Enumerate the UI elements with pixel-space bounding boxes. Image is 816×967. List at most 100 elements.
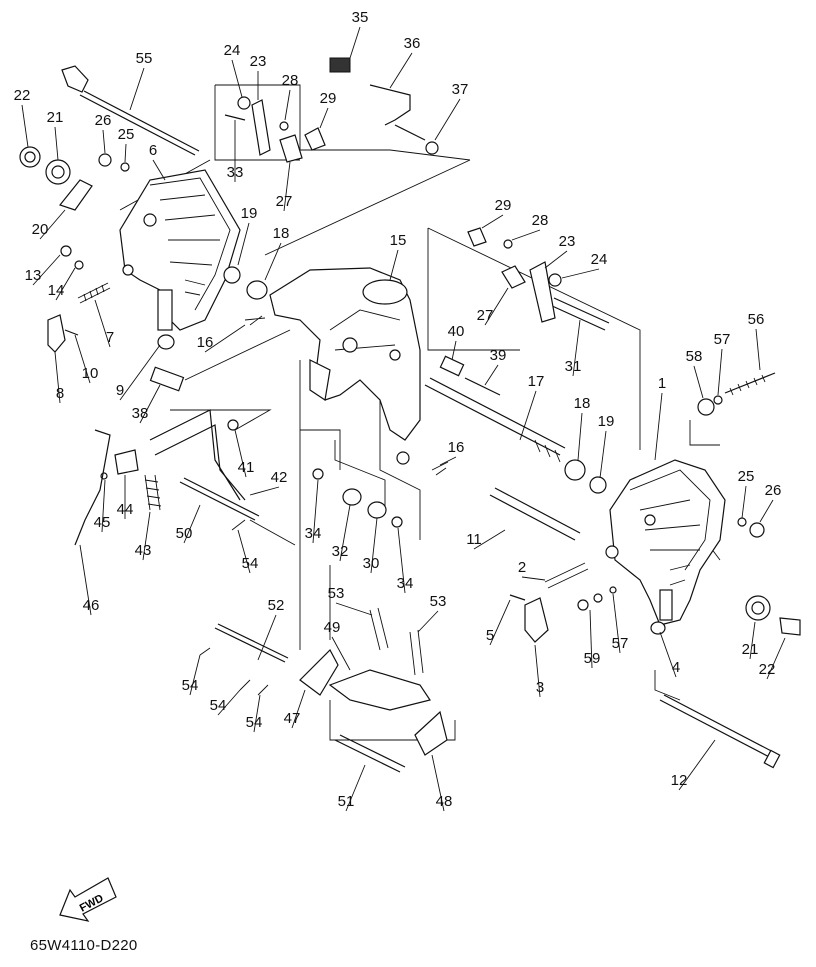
leader-line-48 [431, 754, 445, 812]
leader-line-46 [79, 544, 92, 616]
part-label-56: 56 [748, 311, 765, 328]
part-label-5: 5 [486, 627, 494, 644]
plate-20 [58, 179, 93, 211]
part-label-50: 50 [176, 525, 193, 542]
spring-53-left [369, 607, 389, 651]
part-label-25a: 25 [118, 126, 135, 143]
bushing-9 [157, 334, 175, 350]
bolt-56 [724, 372, 776, 394]
bushing-38 [149, 366, 185, 392]
leader-line-54b [217, 689, 241, 716]
leader-line-27b [484, 287, 509, 326]
washer-19-right [589, 476, 607, 494]
leader-line-34a [312, 479, 319, 544]
pin-39 [464, 377, 501, 396]
part-label-34a: 34 [305, 525, 322, 542]
leader-line-8 [54, 351, 61, 404]
collar-32 [342, 488, 362, 506]
washer-25-left [120, 162, 130, 172]
plate-47 [299, 649, 339, 696]
leader-line-16a [204, 324, 246, 353]
spring-2 [544, 562, 589, 589]
clip-28-top [279, 121, 289, 131]
nut-26-left [98, 153, 112, 167]
leader-line-3 [534, 644, 541, 698]
bushing-18-left [246, 280, 268, 300]
part-label-27a: 27 [276, 193, 293, 210]
pin-50 [179, 481, 256, 521]
part-label-47: 47 [284, 710, 301, 727]
washer-57-top [713, 395, 723, 405]
washer-58 [697, 398, 715, 416]
part-label-57a: 57 [714, 331, 731, 348]
part-label-35: 35 [352, 9, 369, 26]
part-label-52: 52 [268, 597, 285, 614]
lever-36 [369, 84, 411, 126]
fwd-arrow-icon: FWD [59, 877, 117, 922]
pin-33 [224, 114, 246, 121]
leader-line-54c [253, 694, 261, 733]
leader-line-20 [39, 209, 66, 240]
leader-line-41 [234, 429, 247, 478]
leader-line-28b [511, 229, 541, 241]
link-23-top [251, 99, 271, 156]
part-label-31: 31 [565, 358, 582, 375]
grease-nipple-16-left [244, 315, 266, 326]
part-label-18b: 18 [574, 395, 591, 412]
leader-line-31 [572, 319, 581, 377]
bolt-12 [659, 699, 776, 761]
pin-54d [231, 519, 246, 531]
tilt-lever-42 [149, 409, 241, 501]
leader-line-54a [189, 654, 201, 696]
part-label-54c: 54 [246, 714, 263, 731]
pin-31 [549, 304, 606, 331]
part-label-34b: 34 [397, 575, 414, 592]
part-label-40: 40 [448, 323, 465, 340]
bolt-29-top [304, 127, 326, 151]
rod-46 [74, 429, 111, 546]
part-label-14: 14 [48, 282, 65, 299]
part-label-2: 2 [518, 559, 526, 576]
part-label-22b: 22 [759, 661, 776, 678]
part-label-38: 38 [132, 405, 149, 422]
part-label-19b: 19 [598, 413, 615, 430]
part-label-59: 59 [584, 650, 601, 667]
part-label-54b: 54 [210, 697, 227, 714]
part-label-29b: 29 [495, 197, 512, 214]
part-label-57b: 57 [612, 635, 629, 652]
part-label-12: 12 [671, 772, 688, 789]
washer-25-right [737, 517, 747, 527]
part-label-33: 33 [227, 164, 244, 181]
part-label-51: 51 [338, 793, 355, 810]
leader-line-53b [417, 610, 439, 633]
part-label-21b: 21 [742, 641, 759, 658]
part-label-28b: 28 [532, 212, 549, 229]
spring-53-right [409, 629, 424, 676]
part-label-39: 39 [490, 347, 507, 364]
leader-line-23b [544, 250, 568, 269]
part-label-32: 32 [332, 543, 349, 560]
leader-line-15 [389, 249, 399, 281]
leader-line-12 [678, 739, 716, 791]
leader-line-28a [284, 89, 291, 121]
collar-30 [367, 501, 387, 519]
leader-line-18a [264, 242, 282, 281]
collar-27-top [279, 134, 303, 163]
nut-26-right [749, 522, 765, 538]
shaft-55 [79, 94, 196, 156]
leader-line-30 [370, 517, 378, 574]
leader-line-45 [101, 479, 106, 533]
part-label-37: 37 [452, 81, 469, 98]
collar-27-right [501, 265, 526, 289]
part-label-6: 6 [149, 142, 157, 159]
bushing-18-right [564, 459, 586, 481]
part-label-24b: 24 [591, 251, 608, 268]
part-label-23b: 23 [559, 233, 576, 250]
leader-line-50 [183, 504, 201, 544]
leader-line-9 [119, 344, 161, 401]
part-label-16a: 16 [197, 334, 214, 351]
pin-54b [239, 679, 251, 691]
part-label-7: 7 [106, 329, 114, 346]
link-23-right [529, 261, 556, 323]
